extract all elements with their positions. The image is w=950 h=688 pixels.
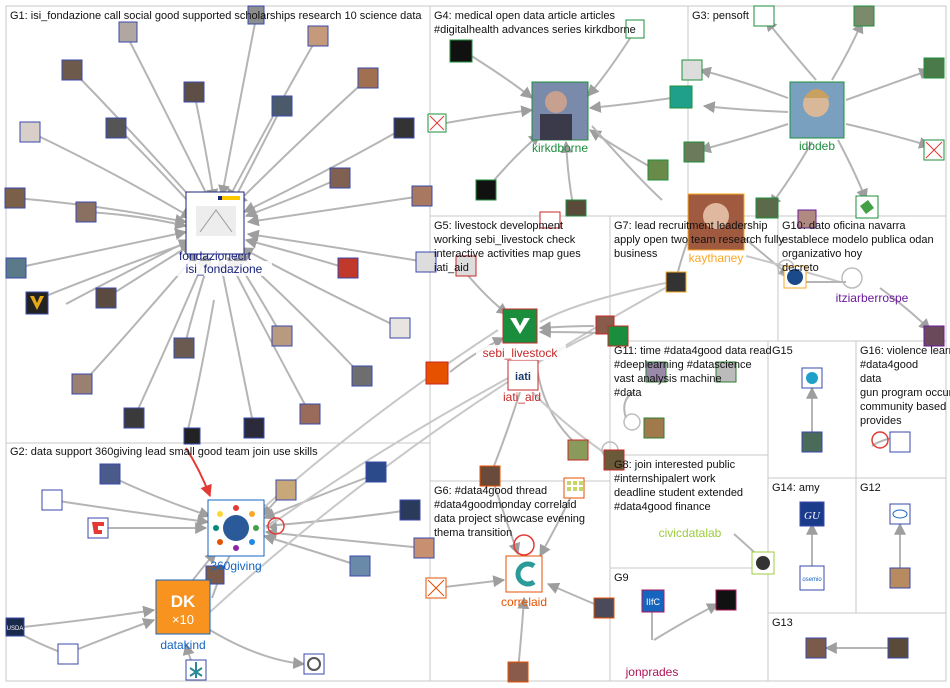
user-node[interactable] (106, 118, 126, 138)
node-label-360giving: 360giving (210, 559, 261, 573)
node-label-sebi: sebi_livestock (483, 346, 559, 360)
user-node[interactable] (682, 60, 702, 80)
node-label-kirkdborne: kirkdborne (532, 141, 588, 155)
user-node[interactable] (62, 60, 82, 80)
user-node[interactable] (670, 86, 692, 108)
user-node[interactable] (390, 318, 410, 338)
user-node[interactable] (96, 288, 116, 308)
datakind-logo-bottom: ×10 (172, 612, 194, 627)
usda-logo-text: USDA (7, 626, 24, 632)
node-label-idbdeb: idbdeb (799, 139, 835, 153)
group-label-g9: G9 (614, 572, 629, 584)
user-node[interactable] (890, 432, 910, 452)
user-node[interactable] (806, 638, 826, 658)
group-label-g1: G1: isi_fondazione call social good supp… (10, 10, 422, 22)
user-node[interactable] (300, 404, 320, 424)
node-label-civicdatalab: civicdatalab (659, 526, 722, 540)
user-node[interactable] (174, 338, 194, 358)
group-label-g2: G2: data support 360giving lead small go… (10, 446, 318, 458)
user-node[interactable] (568, 440, 588, 460)
user-node[interactable] (330, 168, 350, 188)
user-node[interactable] (184, 428, 200, 444)
user-node[interactable] (394, 118, 414, 138)
user-node[interactable] (124, 408, 144, 428)
iati-logo-text: iati (515, 371, 531, 383)
user-node[interactable] (119, 22, 137, 42)
user-node[interactable] (450, 40, 472, 62)
group-label-g15: G15 (772, 345, 793, 357)
group-label-g8: G8: join interested public#internshipale… (614, 459, 743, 513)
user-node[interactable] (76, 202, 96, 222)
datakind-logo-top: DK (171, 592, 196, 611)
user-node[interactable] (508, 662, 528, 682)
user-node[interactable] (272, 326, 292, 346)
user-node[interactable] (476, 180, 496, 200)
user-node[interactable] (338, 258, 358, 278)
node-label-itziarberrospe: itziarberrospe (836, 291, 909, 305)
user-node[interactable] (426, 362, 448, 384)
user-node[interactable] (412, 186, 432, 206)
user-node[interactable] (366, 462, 386, 482)
user-node[interactable] (480, 466, 500, 486)
user-node[interactable] (416, 252, 436, 272)
user-node[interactable] (608, 326, 628, 346)
user-node[interactable] (802, 432, 822, 452)
correlaid-node[interactable] (506, 556, 542, 592)
node-label-iati: iati_aid (503, 390, 541, 404)
group-label-g11: G11: time #data4good data read#deeplearn… (614, 345, 772, 399)
user-node[interactable] (244, 418, 264, 438)
group-label-g5: G5: livestock developmentworking sebi_li… (433, 220, 581, 274)
user-node[interactable] (272, 96, 292, 116)
user-node[interactable] (684, 142, 704, 162)
user-node[interactable] (350, 556, 370, 576)
user-node[interactable] (42, 490, 62, 510)
node-label-correlaid: correlaid (501, 595, 547, 609)
user-node[interactable] (5, 188, 25, 208)
user-node[interactable] (756, 198, 778, 218)
user-node[interactable] (276, 480, 296, 500)
user-node[interactable] (854, 6, 874, 26)
user-node[interactable] (58, 644, 78, 664)
node-label-jonprades: jonprades (625, 665, 679, 679)
node-label-datakind: datakind (160, 638, 205, 652)
user-node[interactable] (644, 418, 664, 438)
user-node[interactable] (352, 366, 372, 386)
user-node[interactable] (100, 464, 120, 484)
user-node[interactable] (72, 374, 92, 394)
user-node[interactable] (20, 122, 40, 142)
group-label-g10: G10: dato oficina navarraestablece model… (782, 220, 934, 274)
user-node[interactable] (666, 272, 686, 292)
user-node[interactable] (754, 6, 774, 26)
user-node[interactable] (308, 26, 328, 46)
group-label-g13: G13 (772, 617, 793, 629)
user-node[interactable] (414, 538, 434, 558)
user-node[interactable] (924, 326, 944, 346)
user-node[interactable] (400, 500, 420, 520)
group-label-g4: G4: medical open data article articles#d… (434, 10, 636, 36)
gu-logo-text: GU (804, 510, 821, 522)
osemio-logo-text: osemio (802, 577, 822, 583)
user-node[interactable] (888, 638, 908, 658)
iifc-logo-text: IIfC (646, 597, 661, 607)
node-label-isi: isi_fondazione (186, 262, 263, 276)
user-node[interactable] (716, 590, 736, 610)
node-label-fondazione: fondazionecrt (179, 249, 252, 263)
user-node[interactable] (184, 82, 204, 102)
user-node[interactable] (890, 568, 910, 588)
user-node[interactable] (648, 160, 668, 180)
user-node[interactable] (594, 598, 614, 618)
user-node[interactable] (566, 200, 586, 216)
group-label-g3: G3: pensoft (692, 10, 749, 22)
node-label-kaythaney: kaythaney (689, 251, 744, 265)
user-node[interactable] (6, 258, 26, 278)
user-node[interactable] (358, 68, 378, 88)
user-node[interactable] (924, 58, 944, 78)
group-label-g14: G14: amy (772, 482, 820, 494)
group-label-g12: G12 (860, 482, 881, 494)
